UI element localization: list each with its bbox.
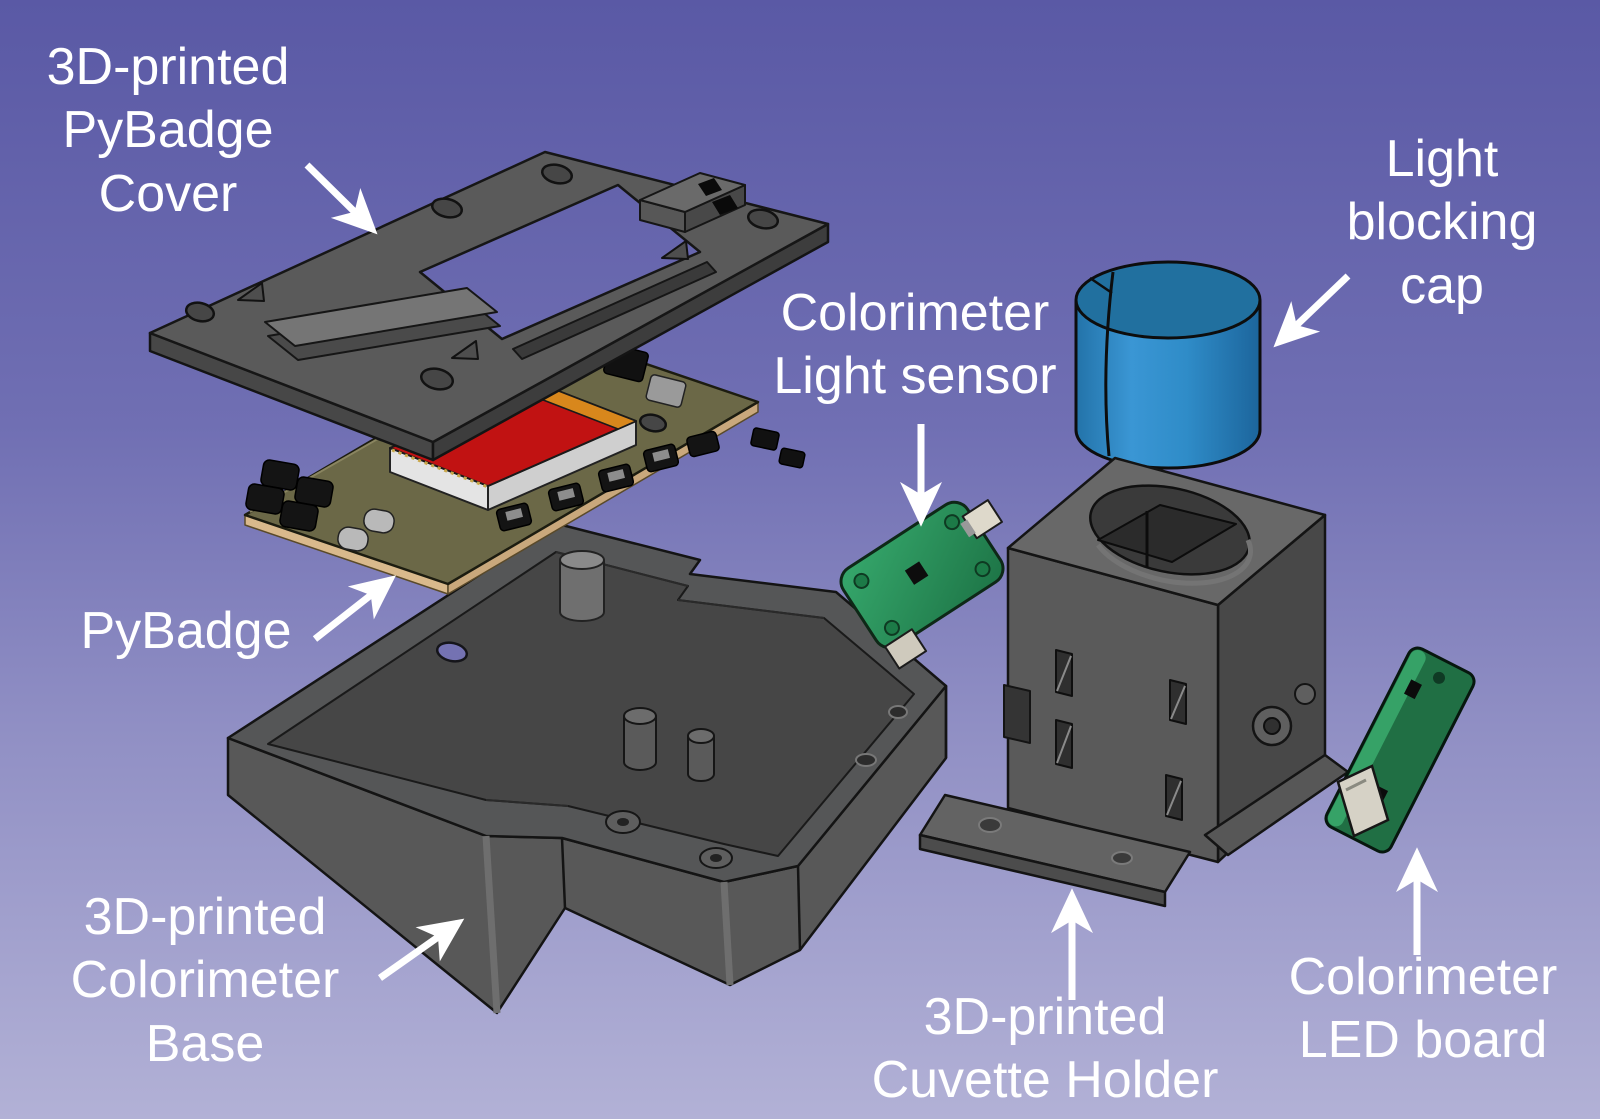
light-sensor-model	[839, 499, 1005, 670]
cuvette-holder-model	[918, 456, 1350, 908]
led-board-model	[1324, 646, 1476, 854]
label-light-sensor: Colorimeter Light sensor	[773, 284, 1057, 406]
arrow-colorimeter-base	[377, 918, 465, 981]
arrow-pybadge-cover	[304, 162, 378, 235]
arrow-light-blocking-cap	[1273, 273, 1351, 348]
arrow-pybadge	[312, 575, 397, 642]
label-cuvette-holder: 3D-printed Cuvette Holder	[871, 988, 1219, 1110]
colorimeter-base-model	[226, 522, 948, 1015]
pybadge-cover-model	[148, 150, 830, 462]
label-colorimeter-base: 3D-printed Colorimeter Base	[70, 888, 340, 1073]
light-blocking-cap-model	[1074, 260, 1262, 470]
label-pybadge-cover: 3D-printed PyBadge Cover	[46, 38, 290, 223]
label-light-blocking-cap: Light blocking cap	[1346, 130, 1538, 315]
label-led-board: Colorimeter LED board	[1288, 948, 1558, 1070]
label-pybadge: PyBadge	[80, 602, 292, 660]
